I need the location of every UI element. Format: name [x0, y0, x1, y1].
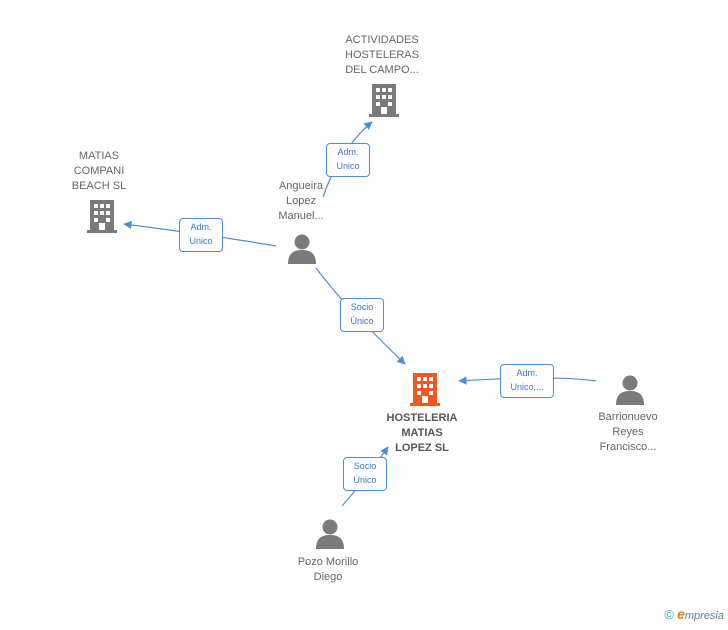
copyright-symbol: ©	[664, 607, 675, 622]
node-label-hosteleria[interactable]: HOSTELERIA MATIAS LOPEZ SL	[386, 412, 458, 454]
node-label-matias-compani[interactable]: MATIAS COMPANI BEACH SL	[71, 150, 127, 192]
person-icon	[288, 234, 316, 264]
building-icon-main	[410, 373, 440, 406]
person-icon	[316, 519, 344, 549]
brand-name: mpresia	[684, 610, 724, 622]
relation-label-adm-unico-multi: Adm. Unico,...	[500, 364, 554, 398]
relation-label-adm-unico: Adm. Unico	[326, 143, 370, 177]
empresia-logo: © empresia	[664, 606, 724, 622]
person-icon	[616, 375, 644, 405]
relation-label-socio-unico: Socio Único	[343, 457, 387, 491]
relation-label-socio-unico: Socio Único	[340, 298, 384, 332]
node-label-actividades[interactable]: ACTIVIDADES HOSTELERAS DEL CAMPO...	[345, 34, 419, 76]
relation-label-adm-unico: Adm. Unico	[179, 218, 223, 252]
node-label-barrionuevo[interactable]: Barrionuevo Reyes Francisco...	[598, 411, 658, 453]
building-icon	[369, 84, 399, 117]
node-label-angueira[interactable]: Angueira Lopez Manuel...	[278, 180, 324, 222]
node-label-pozo[interactable]: Pozo Morillo Diego	[297, 556, 359, 583]
building-icon	[87, 200, 117, 233]
brand-e: e	[677, 606, 685, 622]
